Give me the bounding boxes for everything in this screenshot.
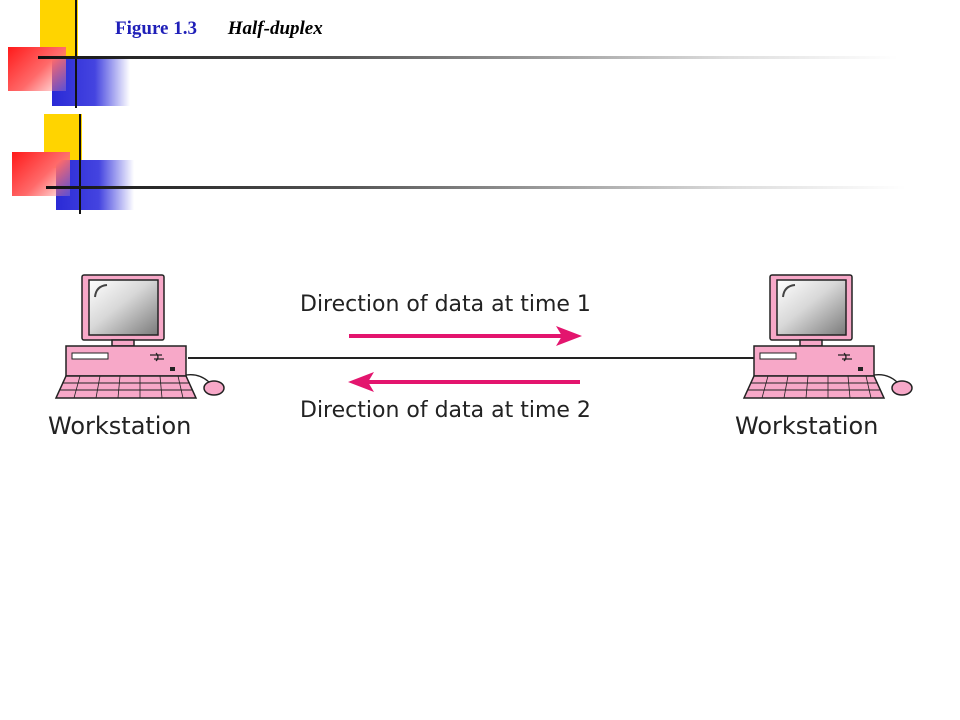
vertical-rule-bottom <box>79 114 81 214</box>
left-workstation-computer-icon <box>54 274 225 399</box>
arrow-right-time-1 <box>349 326 582 346</box>
vertical-rule-top <box>75 0 77 108</box>
figure-title: Half-duplex <box>227 18 323 39</box>
horizontal-rule-top <box>38 56 898 59</box>
right-workstation-computer-icon <box>742 274 913 399</box>
red-block-top <box>8 47 66 91</box>
direction-label-time-2: Direction of data at time 2 <box>300 398 591 423</box>
figure-number: Figure 1.3 <box>115 18 197 39</box>
horizontal-rule-bottom <box>46 186 906 189</box>
left-workstation-label: Workstation <box>48 412 192 440</box>
page-title: Figure 1.3 Half-duplex <box>115 18 323 40</box>
right-workstation-label: Workstation <box>735 412 879 440</box>
direction-label-time-1: Direction of data at time 1 <box>300 292 591 317</box>
arrow-left-time-2 <box>348 372 580 392</box>
